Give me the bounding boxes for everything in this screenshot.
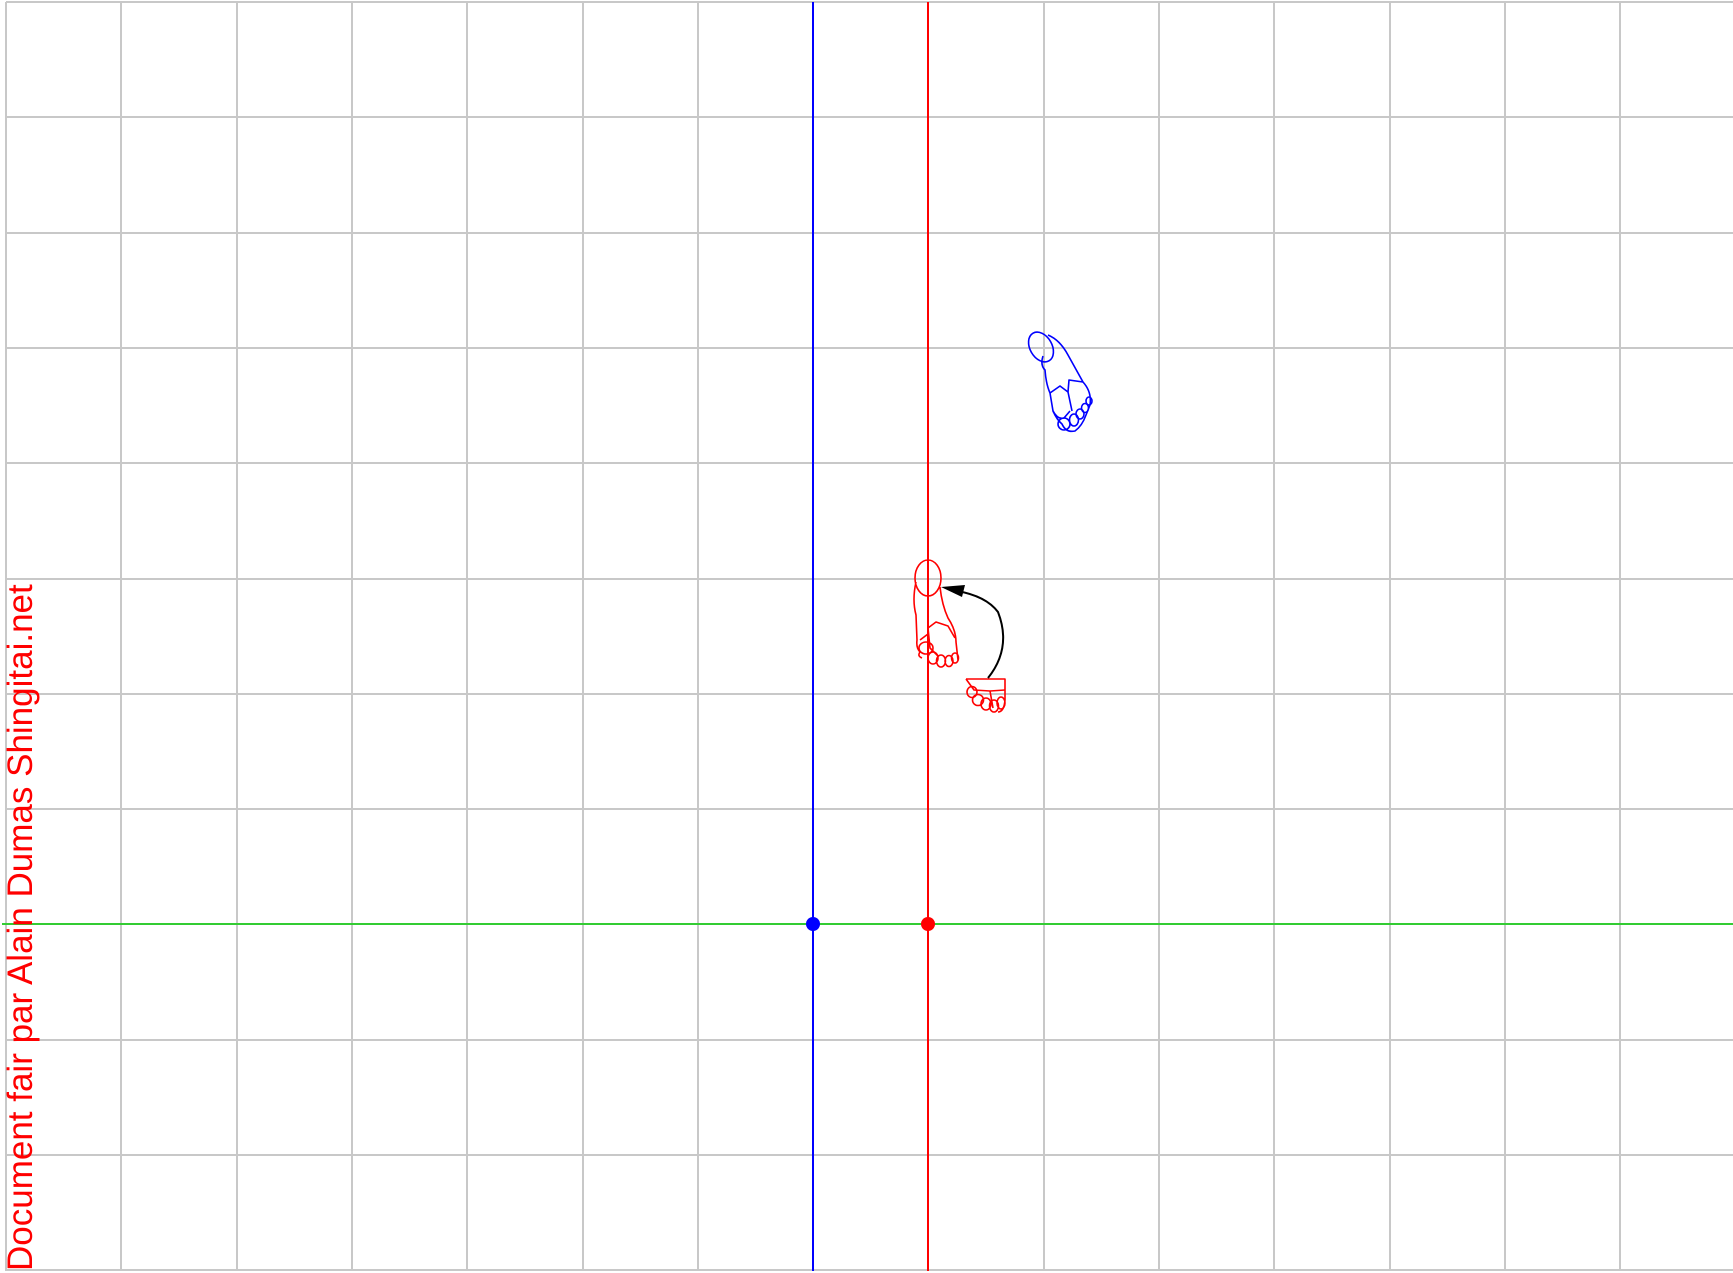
red-foot-icon: [914, 560, 959, 667]
red-dot: [921, 917, 935, 931]
credit-text: Document fair par Alain Dumas Shingitai.…: [1, 584, 40, 1271]
red-foot-front-icon: [966, 679, 1005, 712]
blue-dot: [806, 917, 820, 931]
grid: [6, 2, 1733, 1271]
blue-foot-icon: [1023, 328, 1092, 432]
